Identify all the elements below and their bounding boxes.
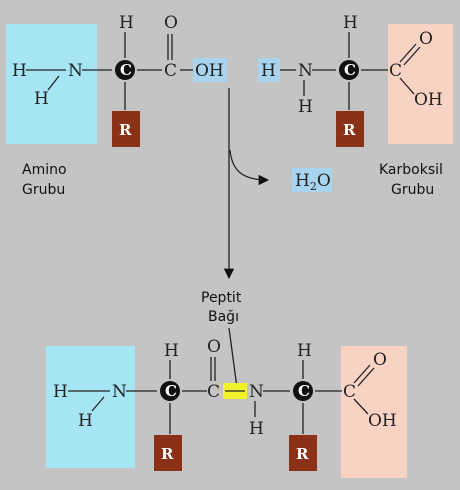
bond2-c-o-double-a (399, 43, 417, 63)
amino-group-box-top (6, 24, 97, 144)
alpha2-h-top: H (343, 13, 358, 33)
carbonyl2-o: O (419, 29, 433, 49)
amino-group-caption-line1: Amino (22, 162, 67, 178)
alpha-h-top: H (119, 13, 134, 33)
dipeptide: H N H C H R C O N H C H R C (46, 337, 407, 478)
amino-h-lower: H (34, 89, 49, 109)
peptide-bond-pointer (228, 327, 238, 389)
r-group-box (336, 111, 364, 147)
dp-n2: N (249, 382, 264, 402)
amino-acid-right: H N H C H R C O OH (258, 13, 453, 147)
amino2-h-lower: H (298, 97, 313, 117)
peptide-bond-caption-line1: Peptit (201, 290, 242, 306)
r-group-label: R (343, 121, 356, 139)
oh-highlight (193, 58, 227, 82)
alpha-carbon-marker (160, 381, 180, 401)
dp-n2-h: H (249, 419, 264, 439)
amino-acid-left: H N H C H R C O OH (6, 13, 227, 147)
amino-h-left: H (12, 61, 27, 81)
bond2-c-oh (399, 77, 415, 95)
dp-n1: N (112, 382, 127, 402)
carboxyl-c: C (164, 61, 177, 81)
dp-h-lower: H (78, 411, 93, 431)
water-highlight (292, 168, 332, 192)
alpha-carbon-marker (293, 381, 313, 401)
alpha-carbon-label: C (120, 61, 132, 79)
alpha-carbon-label: C (165, 382, 177, 400)
dp-bond-c-o-double-a (353, 364, 371, 384)
dp-alpha1-h: H (164, 341, 179, 361)
water-release-arrow (229, 149, 270, 186)
dp-bond-c-oh (353, 398, 369, 415)
r-group-box (289, 435, 317, 471)
alpha-carbon-marker (115, 60, 135, 80)
alpha-carbon-marker (339, 60, 359, 80)
dp-bond-c-o-double-b (357, 367, 375, 387)
reaction-arrows: H2O (223, 88, 332, 280)
h-highlight (258, 58, 280, 82)
carboxyl-group-caption-line2: Grubu (391, 182, 434, 198)
dp-carboxyl-c: C (343, 382, 356, 402)
hydroxyl-oh: OH (195, 61, 224, 81)
dp-h-left: H (53, 382, 68, 402)
r-group-label: R (119, 121, 132, 139)
carboxyl2-c: C (389, 61, 402, 81)
amino-n: N (68, 61, 83, 81)
carboxyl-group-box-top (388, 24, 453, 144)
dp-alpha2-h: H (297, 341, 312, 361)
water-label-text: H2O (295, 171, 331, 193)
r-group-box (154, 435, 182, 471)
r-group-label: R (161, 445, 174, 463)
dp-carbonyl-o: O (207, 337, 221, 357)
carboxyl-group-caption-line1: Karboksil (379, 162, 443, 178)
alpha-carbon-label: C (344, 61, 356, 79)
alpha-carbon-label: C (298, 382, 310, 400)
r-group-label: R (296, 445, 309, 463)
carbonyl-o: O (164, 13, 178, 33)
amino2-n: N (298, 61, 313, 81)
water-label: H2O (295, 171, 331, 193)
bond2-c-o-double-b (403, 46, 421, 66)
dp-carbonyl-c: C (207, 382, 220, 402)
amino2-h-left: H (261, 61, 276, 81)
r-group-box (112, 111, 140, 147)
amino-group-box-bottom (46, 346, 135, 468)
dp-bond-n-h-lower (91, 396, 105, 412)
amino-group-caption-line2: Grubu (22, 182, 65, 198)
hydroxyl2-oh: OH (414, 90, 443, 110)
dp-hydroxyl: OH (368, 411, 397, 431)
peptide-bond-caption-line2: Bağı (208, 309, 239, 325)
bond-n-h-lower (47, 75, 60, 91)
dp-carboxyl-o: O (373, 350, 387, 370)
